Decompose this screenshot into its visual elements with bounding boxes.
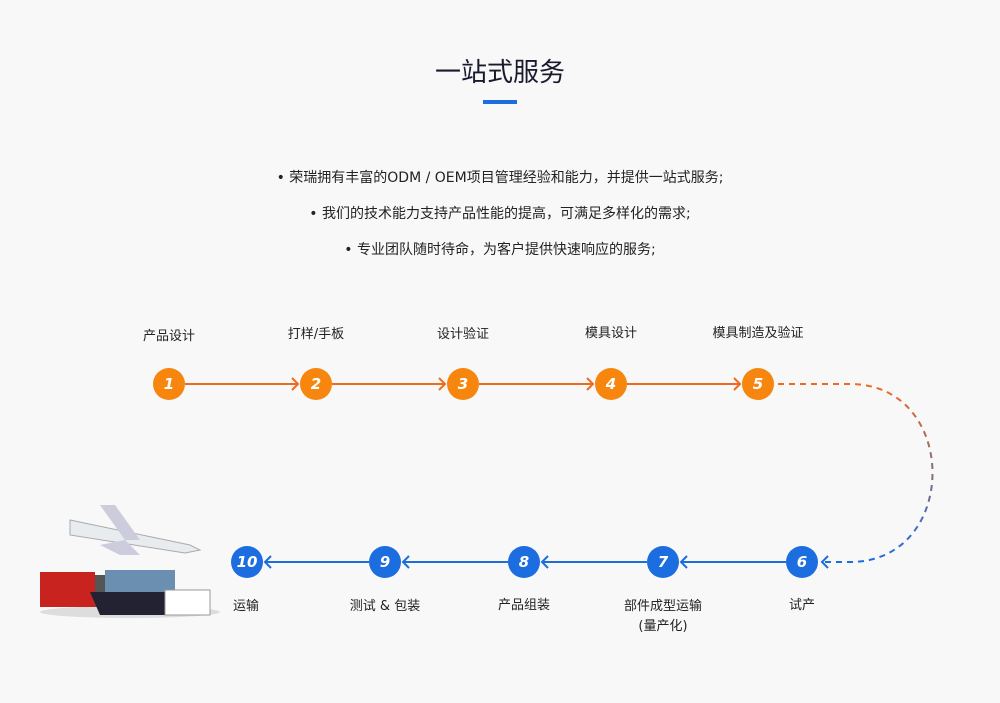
step-label: 部件成型运输 (量产化) (593, 597, 733, 637)
step-number-badge: 8 (508, 546, 540, 578)
bullet-item: • 专业团队随时待命，为客户提供快速响应的服务; (344, 242, 656, 258)
step-label: 打样/手板 (287, 327, 345, 342)
step-number-badge: 1 (153, 368, 185, 400)
step-label: 产品设计 (142, 329, 195, 344)
step-number-badge: 7 (647, 546, 679, 578)
step-number-badge: 10 (231, 546, 263, 578)
step-number-badge: 6 (786, 546, 818, 578)
bullet-list: • 荣瑞拥有丰富的ODM / OEM项目管理经验和能力，并提供一站式服务; • … (0, 160, 1000, 268)
step-label-line: (量产化) (638, 619, 688, 634)
step-label: 运输 (232, 599, 259, 614)
step-number-badge: 5 (742, 368, 774, 400)
bullet-item: • 我们的技术能力支持产品性能的提高，可满足多样化的需求; (309, 206, 691, 222)
step-number-badge: 9 (369, 546, 401, 578)
step-number-badge: 2 (300, 368, 332, 400)
step-label: 设计验证 (436, 327, 489, 342)
logistics-illustration (40, 505, 220, 618)
title-underline (483, 100, 517, 104)
step-number-badge: 4 (595, 368, 627, 400)
step-label: 模具设计 (584, 326, 637, 341)
step-label: 模具制造及验证 (712, 326, 804, 341)
step-number-badge: 3 (447, 368, 479, 400)
step-label: 产品组装 (497, 598, 550, 613)
bullet-item: • 荣瑞拥有丰富的ODM / OEM项目管理经验和能力，并提供一站式服务; (276, 170, 724, 186)
step-label: 试产 (788, 598, 815, 613)
page-title: 一站式服务 (434, 58, 565, 88)
step-label: 测试 & 包装 (349, 599, 421, 614)
step-label-line: 部件成型运输 (623, 599, 702, 614)
